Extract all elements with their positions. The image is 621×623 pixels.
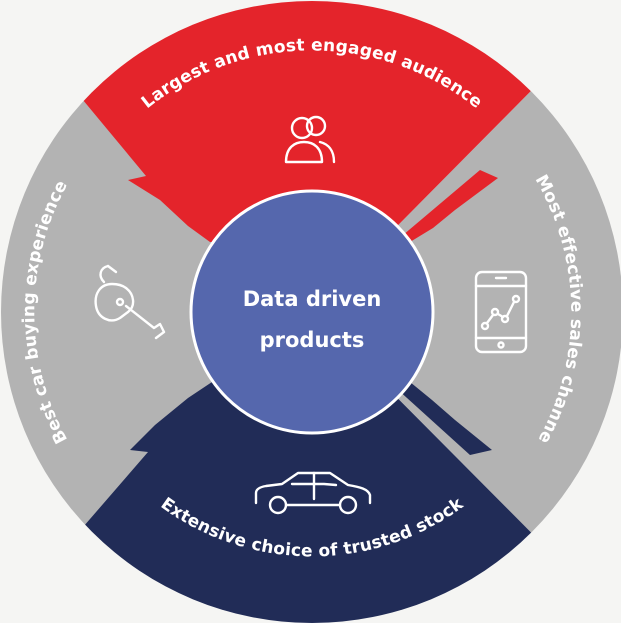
center-circle [189,189,435,435]
segment-top [1,1,621,312]
center-title-line2: products [260,328,365,352]
phone-chart-icon [474,270,528,354]
car-key-icon [94,264,166,340]
segment-right [312,1,621,623]
segment-bottom [1,312,621,623]
users-icon [284,115,336,164]
center-title-line1: Data driven [243,287,382,311]
car-icon [254,471,372,515]
segment-left [1,1,312,623]
